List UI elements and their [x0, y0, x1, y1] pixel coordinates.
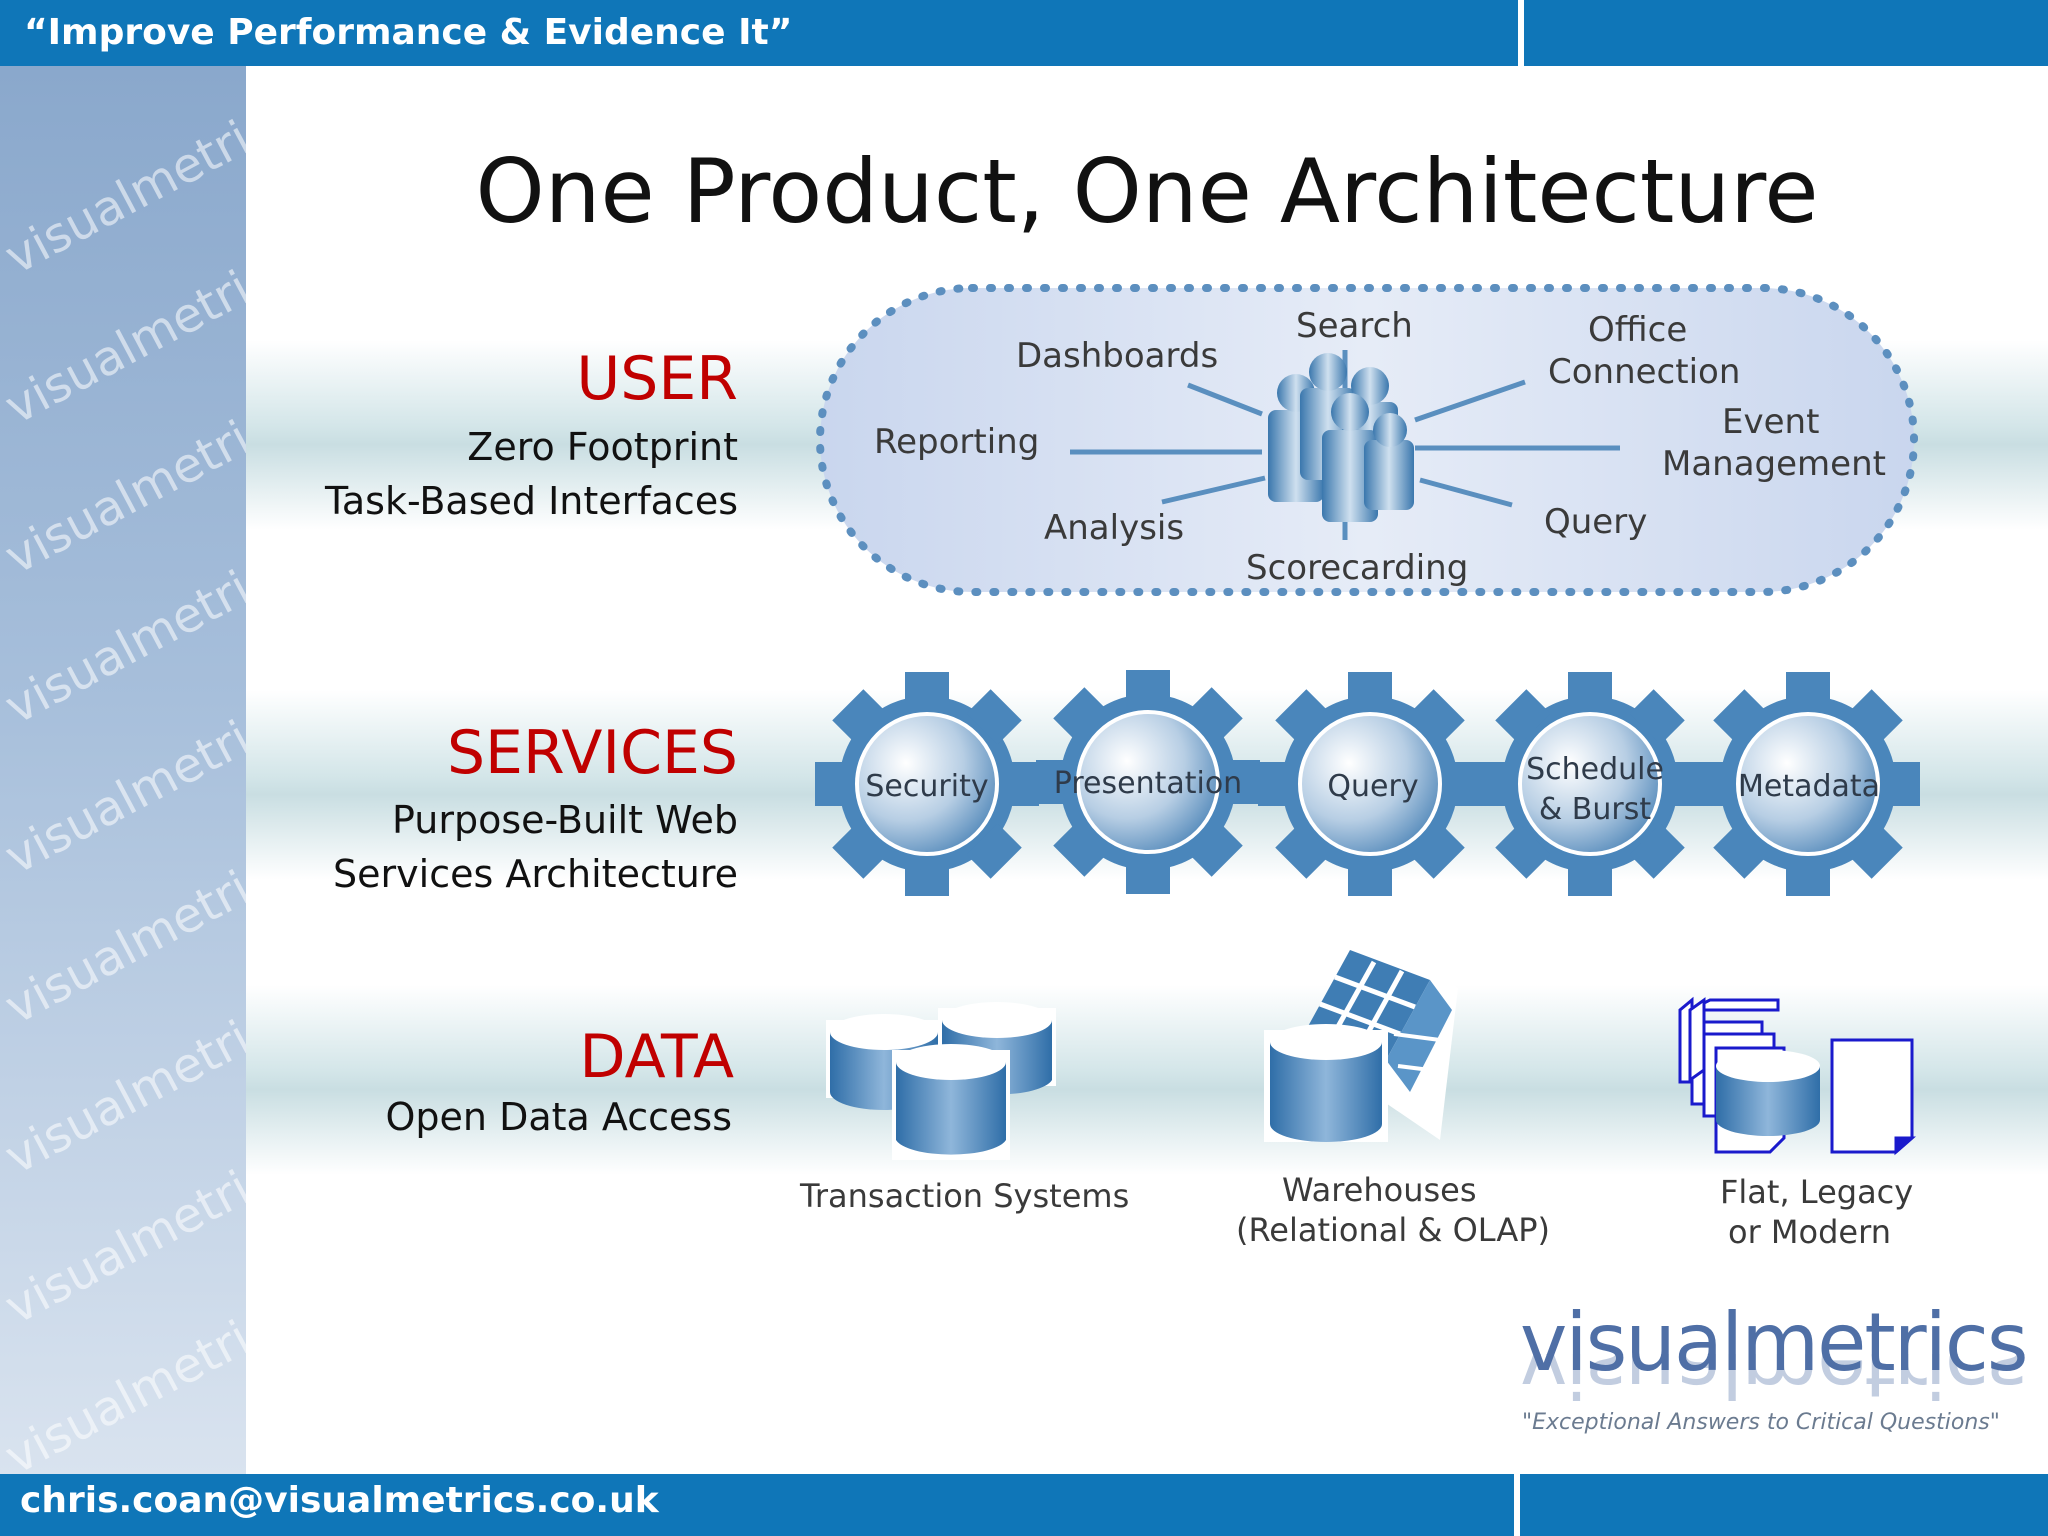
visualmetrics-logo: visualmetrics	[1520, 1296, 2028, 1389]
gear-metadata-icon	[1696, 672, 1920, 896]
services-heading: SERVICES	[446, 718, 738, 788]
data-source-flat-1: Flat, Legacy	[1720, 1173, 1914, 1211]
user-connector-lines	[1070, 350, 1620, 540]
services-subtitle-2: Services Architecture	[333, 852, 738, 896]
user-item-event-1: Event	[1722, 402, 1820, 442]
gear-schedule-icon	[1478, 672, 1702, 896]
gear-presentation-icon	[1036, 670, 1260, 894]
flat-document-icon	[1830, 1038, 1916, 1156]
data-heading: DATA	[579, 1022, 734, 1092]
sidebar-watermark-panel: visualmetrics visualmetrics visualmetric…	[0, 66, 246, 1474]
logo-tagline: "Exceptional Answers to Critical Questio…	[1522, 1410, 2000, 1435]
gear-label-schedule-1: Schedule	[1526, 752, 1664, 787]
header-bar-right	[1524, 0, 2048, 66]
data-source-warehouse-1: Warehouses	[1282, 1171, 1477, 1209]
data-subtitle-1: Open Data Access	[385, 1095, 732, 1139]
gear-label-security: Security	[865, 769, 989, 804]
user-item-office-2: Connection	[1548, 352, 1741, 392]
users-group-icon	[1268, 353, 1414, 522]
gear-label-schedule-2: & Burst	[1538, 792, 1652, 827]
flat-database-icon	[1716, 1050, 1820, 1136]
services-subtitle-1: Purpose-Built Web	[392, 798, 738, 842]
data-source-flat-2: or Modern	[1728, 1213, 1891, 1251]
user-item-reporting: Reporting	[874, 422, 1040, 462]
header-tagline: “Improve Performance & Evidence It”	[24, 12, 793, 53]
user-item-query: Query	[1544, 502, 1648, 542]
warehouse-cube-icon	[1306, 930, 1458, 1140]
page-title: One Product, One Architecture	[475, 140, 1819, 243]
gear-label-metadata: Metadata	[1737, 769, 1881, 804]
user-item-dashboards: Dashboards	[1016, 336, 1219, 376]
user-subtitle-1: Zero Footprint	[467, 425, 738, 469]
data-source-warehouse-2: (Relational & OLAP)	[1236, 1211, 1550, 1249]
user-subtitle-2: Task-Based Interfaces	[324, 479, 738, 523]
user-item-analysis: Analysis	[1044, 508, 1185, 548]
user-item-event-2: Management	[1662, 444, 1886, 484]
user-item-scorecarding: Scorecarding	[1246, 548, 1469, 588]
footer-bar-right	[1520, 1474, 2048, 1536]
visualmetrics-logo-reflection: visualmetrics	[1520, 1354, 2027, 1414]
data-source-transaction: Transaction Systems	[800, 1177, 1130, 1215]
gear-query-icon	[1258, 672, 1482, 896]
gear-label-query: Query	[1327, 769, 1419, 804]
user-item-search: Search	[1296, 306, 1413, 346]
transaction-database-icon	[826, 1002, 1056, 1160]
footer-email: chris.coan@visualmetrics.co.uk	[20, 1480, 659, 1521]
warehouse-database-icon	[1264, 1024, 1388, 1142]
user-heading: USER	[576, 344, 738, 414]
header-bar	[0, 0, 1518, 66]
footer-bar	[0, 1474, 1514, 1536]
gear-security-icon	[815, 672, 1039, 896]
user-item-office-1: Office	[1588, 310, 1688, 350]
gear-label-presentation: Presentation	[1053, 766, 1243, 801]
